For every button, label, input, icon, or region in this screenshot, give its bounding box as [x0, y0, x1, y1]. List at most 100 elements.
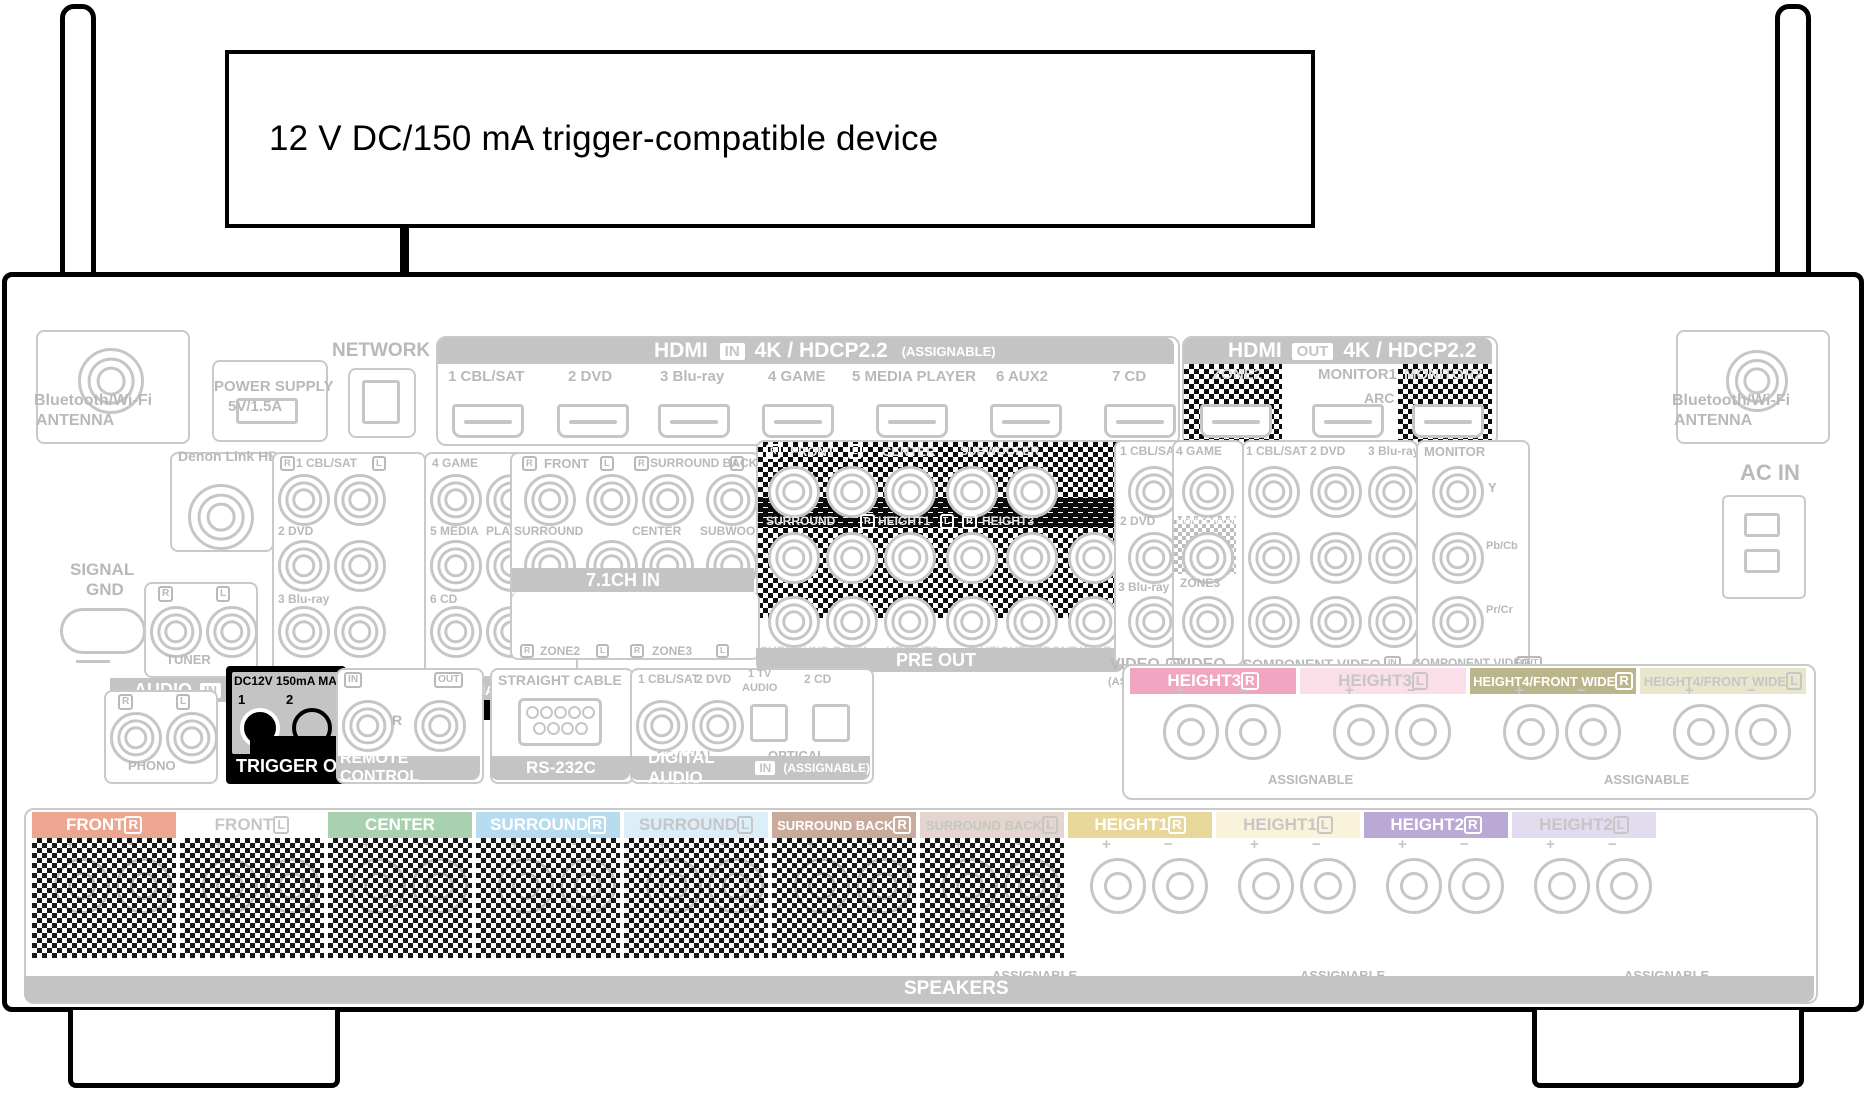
- hdmi-in-port-4[interactable]: [762, 404, 834, 438]
- pre-out-jack-sb-row3-1[interactable]: [768, 596, 820, 648]
- video-out-jack-monitor[interactable]: [1182, 532, 1234, 584]
- cvo-jack-y[interactable]: [1432, 466, 1484, 518]
- cvi-jack-2[interactable]: [1128, 532, 1180, 584]
- hdmi-in-port-3[interactable]: [658, 404, 730, 438]
- digital-audio-optical-jack-2[interactable]: [812, 704, 850, 742]
- audio-in-a-jack-3l[interactable]: [334, 606, 386, 658]
- speaker-binding-post[interactable]: [1503, 704, 1559, 760]
- audio-in-a-jack-3r[interactable]: [278, 606, 330, 658]
- digital-audio-coax-jack-2[interactable]: [692, 700, 744, 752]
- speaker-binding-post[interactable]: [1152, 858, 1208, 914]
- hdmi-out-port-monitor2[interactable]: [1412, 404, 1484, 438]
- speaker-polarity-minus: −: [1747, 682, 1756, 699]
- cvi2-jack-1[interactable]: [1182, 466, 1234, 518]
- ch7-1-sb-r: R: [634, 456, 649, 471]
- ch7-1-front-l: L: [600, 456, 614, 471]
- cvim-jack-1pr[interactable]: [1248, 596, 1300, 648]
- cvim-jack-1pb[interactable]: [1248, 532, 1300, 584]
- audio-in-a-jack-1r[interactable]: [278, 474, 330, 526]
- pre-out-jack-subwoofer[interactable]: [946, 466, 998, 518]
- pre-out-jack-height1-r[interactable]: [884, 532, 936, 584]
- pre-out-jack-height3-l[interactable]: [1068, 532, 1120, 584]
- speaker-binding-post[interactable]: [1735, 704, 1791, 760]
- hdmi-in-port-5[interactable]: [876, 404, 948, 438]
- pre-out-jack-h4-row3-2[interactable]: [1068, 596, 1120, 648]
- audio-in-a-jack-2r[interactable]: [278, 540, 330, 592]
- hdmi-in-port-1[interactable]: [452, 404, 524, 438]
- antenna-connector-right[interactable]: [1726, 350, 1788, 412]
- ch7-1-surround-label: SURROUND: [514, 524, 584, 538]
- speaker-binding-post[interactable]: [1448, 858, 1504, 914]
- speaker-binding-post[interactable]: [1534, 858, 1590, 914]
- audio-in-b-jack-1r[interactable]: [430, 474, 482, 526]
- cvim-jack-3pb[interactable]: [1368, 532, 1420, 584]
- ac-inlet[interactable]: [1722, 495, 1806, 599]
- hdmi-out-port-monitor1[interactable]: [1312, 404, 1384, 438]
- cvim-jack-2y[interactable]: [1310, 466, 1362, 518]
- audio-in-a-jack-1l[interactable]: [334, 474, 386, 526]
- speaker-assignable-hatch: [476, 838, 620, 958]
- audio-in-b-jack-3r[interactable]: [430, 606, 482, 658]
- cvim-jack-3y[interactable]: [1368, 466, 1420, 518]
- ch7-1-jack-front-l[interactable]: [586, 474, 638, 526]
- cvi-jack-3[interactable]: [1128, 596, 1180, 648]
- speaker-binding-post[interactable]: [1238, 858, 1294, 914]
- pre-out-jack-height3-r[interactable]: [1006, 532, 1058, 584]
- network-jack[interactable]: [348, 368, 416, 438]
- cvo-jack-pb[interactable]: [1432, 532, 1484, 584]
- digital-audio-coax-jack-1[interactable]: [636, 700, 688, 752]
- ch7-1-jack-sb-l[interactable]: [706, 474, 758, 526]
- pre-out-jack-h4-row3-1[interactable]: [1006, 596, 1058, 648]
- speaker-binding-post[interactable]: [1300, 858, 1356, 914]
- pre-out-jack-h2-row3-2[interactable]: [946, 596, 998, 648]
- speaker-polarity-plus: +: [1515, 682, 1524, 699]
- pre-out-jack-center[interactable]: [884, 466, 936, 518]
- cvim-jack-2pr[interactable]: [1310, 596, 1362, 648]
- pre-out-jack-sb-row3-2[interactable]: [826, 596, 878, 648]
- phono-jack-r[interactable]: [110, 712, 162, 764]
- speaker-binding-post[interactable]: [1333, 704, 1389, 760]
- hdmi-in-port-7[interactable]: [1104, 404, 1176, 438]
- ch7-1-jack-sb-r[interactable]: [642, 474, 694, 526]
- digital-audio-optical-jack-1[interactable]: [750, 704, 788, 742]
- ch7-1-jack-front-r[interactable]: [524, 474, 576, 526]
- speaker-binding-post[interactable]: [1225, 704, 1281, 760]
- speaker-binding-post[interactable]: [1163, 704, 1219, 760]
- audio-in-tuner-jack-l[interactable]: [206, 606, 258, 658]
- pre-out-zone-group: [510, 592, 760, 660]
- usb-port-icon[interactable]: [236, 398, 298, 424]
- cvo-jack-pr[interactable]: [1432, 596, 1484, 648]
- speaker-binding-post[interactable]: [1386, 858, 1442, 914]
- speaker-binding-post[interactable]: [1673, 704, 1729, 760]
- denon-link-connector[interactable]: [188, 484, 254, 550]
- digital-audio-opt-port-2: 2 CD: [804, 672, 832, 686]
- cvim-jack-3pr[interactable]: [1368, 596, 1420, 648]
- pre-out-jack-front-r[interactable]: [768, 466, 820, 518]
- pre-out-jack-surround-r[interactable]: [768, 532, 820, 584]
- pre-out-jack-front-l[interactable]: [826, 466, 878, 518]
- remote-control-jack-in[interactable]: [342, 700, 394, 752]
- speaker-binding-post[interactable]: [1090, 858, 1146, 914]
- speaker-binding-post[interactable]: [1395, 704, 1451, 760]
- hdmi-out-header: HDMI OUT 4K / HDCP2.2: [1184, 338, 1492, 364]
- pre-out-jack-height1-l[interactable]: [946, 532, 998, 584]
- speaker-binding-post[interactable]: [1565, 704, 1621, 760]
- audio-in-tuner-jack-r[interactable]: [150, 606, 202, 658]
- pre-out-jack-surround-l[interactable]: [826, 532, 878, 584]
- phono-jack-l[interactable]: [166, 712, 218, 764]
- video-out-jack-zone3[interactable]: [1182, 596, 1234, 648]
- rs232c-connector[interactable]: [518, 698, 602, 746]
- audio-in-b-jack-2r[interactable]: [430, 540, 482, 592]
- cvim-jack-1y[interactable]: [1248, 466, 1300, 518]
- speaker-binding-post[interactable]: [1596, 858, 1652, 914]
- pre-out-jack-h2-row3-1[interactable]: [884, 596, 936, 648]
- remote-control-jack-out[interactable]: [414, 700, 466, 752]
- antenna-connector-left[interactable]: [78, 348, 144, 414]
- hdmi-in-port-6[interactable]: [990, 404, 1062, 438]
- pre-out-jack-extra-1[interactable]: [1006, 466, 1058, 518]
- signal-gnd-terminal[interactable]: [60, 608, 146, 654]
- cvim-jack-2pb[interactable]: [1310, 532, 1362, 584]
- hdmi-out-port-zone2[interactable]: [1200, 404, 1272, 438]
- audio-in-a-jack-2l[interactable]: [334, 540, 386, 592]
- hdmi-in-port-2[interactable]: [557, 404, 629, 438]
